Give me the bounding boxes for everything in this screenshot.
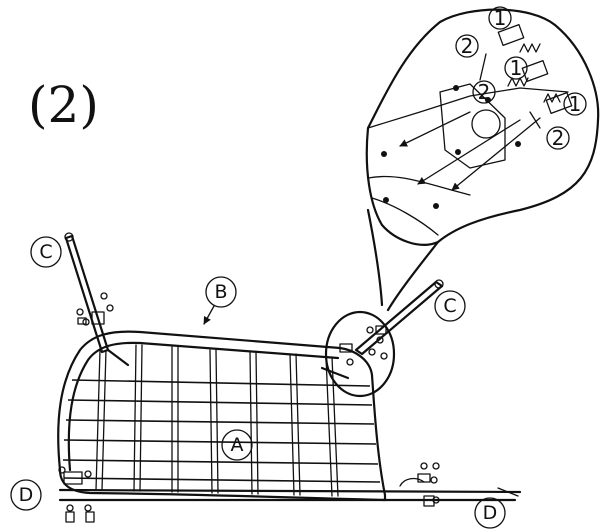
svg-text:C: C <box>39 241 52 263</box>
callout-number-1-a: 1 <box>488 6 512 30</box>
svg-text:1: 1 <box>494 6 507 30</box>
svg-text:B: B <box>214 281 227 303</box>
callout-tail-left <box>366 208 384 307</box>
label-c-right: C <box>434 290 466 322</box>
svg-text:2: 2 <box>461 34 474 58</box>
callout-number-1-c: 1 <box>563 92 587 116</box>
tube-bottom-edge <box>371 197 439 236</box>
svg-text:C: C <box>443 295 456 317</box>
svg-text:1: 1 <box>510 56 523 80</box>
label-a: A <box>221 429 253 461</box>
right-bracket <box>320 366 350 380</box>
svg-text:D: D <box>483 502 498 524</box>
frame-outer-tube <box>57 330 387 502</box>
callout-number-2-b: 2 <box>472 80 496 104</box>
label-d-right: D <box>474 497 506 529</box>
frame-crossbars <box>95 344 339 497</box>
left-bracket <box>106 348 130 367</box>
svg-text:2: 2 <box>478 80 491 104</box>
plate-hole <box>471 109 501 139</box>
foot-hardware-left <box>58 466 95 523</box>
arm-c-left-hardware <box>76 292 114 326</box>
bolt-hardware-icons <box>479 24 573 129</box>
bottom-rail-front <box>58 488 522 494</box>
svg-text:2: 2 <box>552 126 565 150</box>
joint-hardware <box>339 325 388 366</box>
arm-c-right <box>354 279 444 356</box>
assembly-arrows <box>399 111 541 191</box>
callout-outline <box>365 8 600 246</box>
detail-callout: 1 2 1 2 1 2 <box>365 6 600 312</box>
label-b-arrow <box>203 305 215 325</box>
callout-number-1-b: 1 <box>504 56 528 80</box>
callout-number-2-c: 2 <box>546 126 570 150</box>
arm-c-left <box>64 232 114 354</box>
label-b: B <box>203 276 237 325</box>
seat-frame-a <box>57 330 522 502</box>
callout-number-2-a: 2 <box>455 34 479 58</box>
plate-top-edge <box>367 87 569 129</box>
tube-top-edge <box>367 175 471 196</box>
frame-inner-tube <box>67 341 340 472</box>
frame-mesh <box>62 379 381 483</box>
joint-detail-circle <box>324 310 396 398</box>
svg-text:D: D <box>19 484 34 506</box>
mounting-plate <box>439 83 506 169</box>
foot-hardware-right <box>399 462 519 507</box>
label-c-left: C <box>30 236 62 268</box>
callout-tail-right <box>386 240 440 312</box>
step-label: (2) <box>28 76 99 134</box>
label-d-left: D <box>10 479 42 511</box>
svg-text:A: A <box>231 434 244 456</box>
svg-text:1: 1 <box>569 92 582 116</box>
